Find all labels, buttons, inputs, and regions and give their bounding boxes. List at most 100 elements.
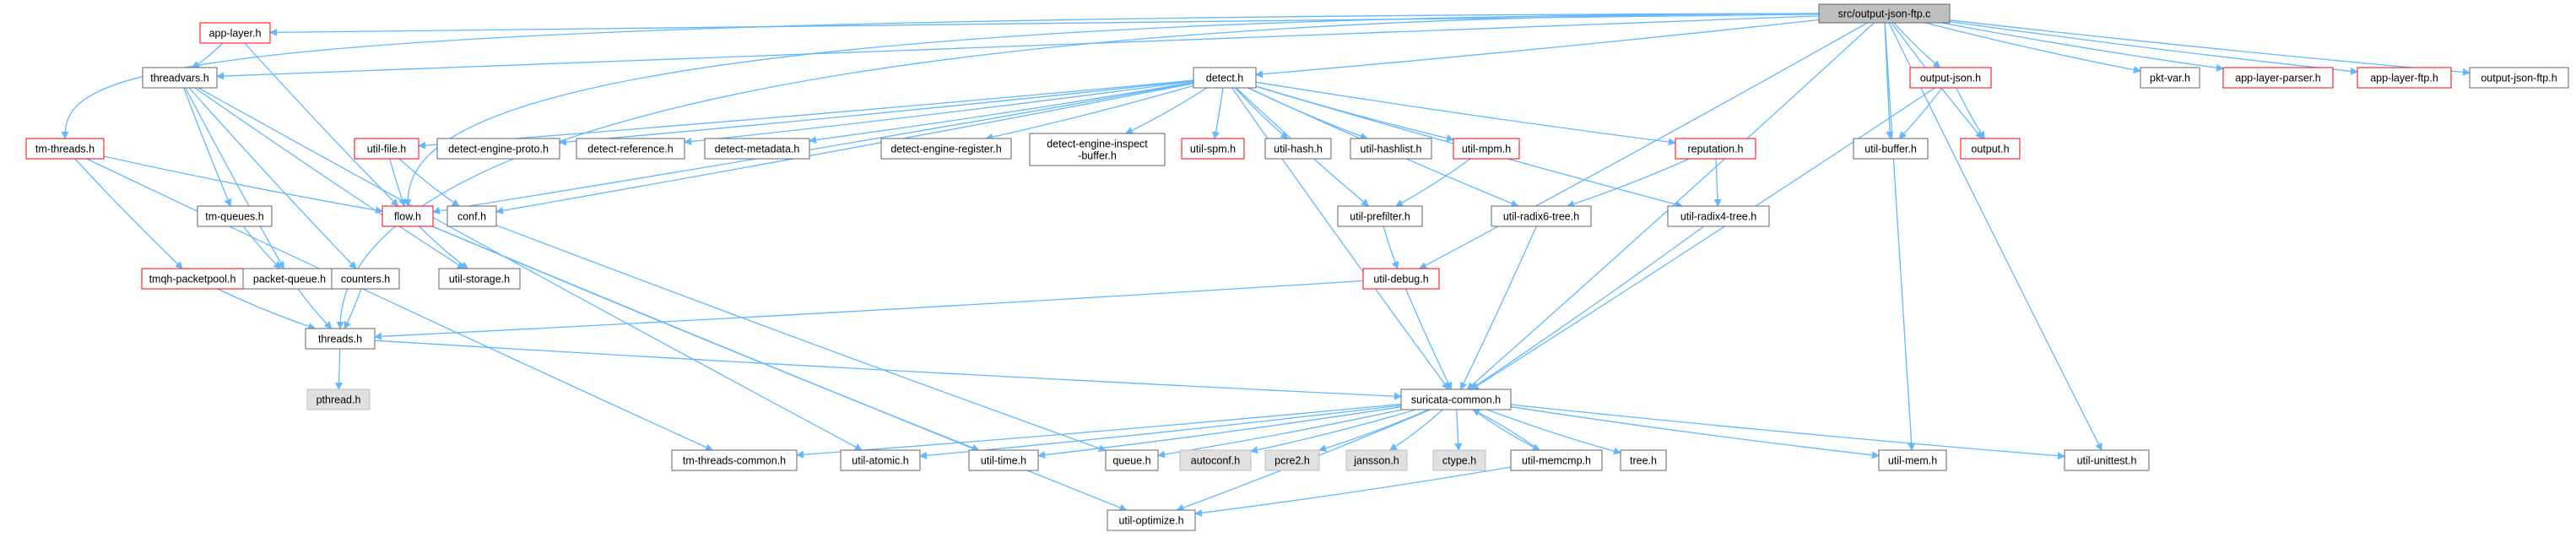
node-detect-engine-proto-h[interactable]: detect-engine-proto.h (436, 138, 560, 160)
node-box (1675, 138, 1756, 160)
node-util-atomic-h[interactable]: util-atomic.h (840, 449, 921, 471)
node-autoconf-h[interactable]: autoconf.h (1179, 449, 1252, 471)
node-util-time-h[interactable]: util-time.h (968, 449, 1039, 471)
edge-conf-h-to-queue-h (495, 225, 1107, 453)
edge-detect-h-to-detect-engine-register-h (985, 84, 1194, 141)
node-detect-metadata-h[interactable]: detect-metadata.h (704, 138, 810, 160)
node-flow-h[interactable]: flow.h (382, 205, 434, 227)
node-util-storage-h[interactable]: util-storage.h (438, 268, 521, 290)
node-output-json-ftp-h[interactable]: output-json-ftp.h (2469, 67, 2569, 89)
node-label: threads.h (318, 334, 362, 345)
node-threads-h[interactable]: threads.h (305, 328, 376, 350)
node-ctype-h[interactable]: ctype.h (1432, 449, 1486, 471)
node-label: util-optimize.h (1118, 515, 1183, 527)
node-label: output-json.h (1920, 73, 1981, 84)
edge-suricata-common-h-to-util-unittest-h (1510, 404, 2065, 460)
edge-util-radix4-tree-h-to-suricata-common-h (1469, 226, 1705, 390)
node-reputation-h[interactable]: reputation.h (1675, 138, 1756, 160)
node-output-h[interactable]: output.h (1960, 138, 2021, 160)
edge-detect-h-to-detect-engine-inspect-buffer-h (1124, 87, 1208, 134)
node-box (199, 22, 271, 44)
node-box (331, 268, 400, 290)
node-jansson-h[interactable]: jansson.h (1345, 449, 1408, 471)
node-util-hashlist-h[interactable]: util-hashlist.h (1350, 138, 1432, 160)
node-box (1510, 449, 1603, 471)
node-tree-h[interactable]: tree.h (1620, 449, 1667, 471)
node-suricata-common-h[interactable]: suricata-common.h (1400, 389, 1512, 410)
node-tm-queues-h[interactable]: tm-queues.h (197, 205, 273, 227)
node-util-file-h[interactable]: util-file.h (354, 138, 419, 160)
node-output-json-h[interactable]: output-json.h (1909, 67, 1992, 89)
node-threadvars-h[interactable]: threadvars.h (142, 67, 218, 89)
node-tm-threads-common-h[interactable]: tm-threads-common.h (671, 449, 798, 471)
edge-tm-threads-h-to-tm-threads-common-h (86, 158, 714, 451)
node-box (1960, 138, 2021, 160)
node-packet-queue-h[interactable]: packet-queue.h (242, 268, 337, 290)
node-box (2140, 67, 2200, 89)
node-box (438, 268, 521, 290)
node-detect-h[interactable]: detect.h (1193, 67, 1257, 89)
node-counters-h[interactable]: counters.h (331, 268, 400, 290)
node-label: app-layer-parser.h (2235, 73, 2320, 84)
node-label: packet-queue.h (253, 274, 326, 285)
node-util-mem-h[interactable]: util-mem.h (1878, 449, 1947, 471)
node-app-layer-parser-h[interactable]: app-layer-parser.h (2222, 67, 2334, 89)
node-box (1193, 67, 1257, 89)
node-util-memcmp-h[interactable]: util-memcmp.h (1510, 449, 1603, 471)
node-box (1878, 449, 1947, 471)
edge-detect-h-to-flow-h (432, 82, 1194, 215)
node-label: counters.h (341, 274, 390, 285)
node-label: queue.h (1112, 455, 1150, 467)
node-box (2064, 449, 2150, 471)
node-tmqh-packetpool-h[interactable]: tmqh-packetpool.h (141, 268, 244, 290)
node-label: tree.h (1630, 455, 1657, 467)
node-label: jansson.h (1353, 455, 1399, 467)
node-label: tm-threads.h (35, 144, 95, 155)
edge-root-to-util-debug-h (1419, 22, 1868, 269)
edge-suricata-common-h-to-ctype-h (1454, 409, 1463, 451)
node-pkt-var-h[interactable]: pkt-var.h (2140, 67, 2200, 89)
node-util-optimize-h[interactable]: util-optimize.h (1107, 509, 1196, 531)
edge-suricata-common-h-to-autoconf-h (1250, 409, 1416, 454)
node-box (25, 138, 105, 160)
edge-threadvars-h-to-util-storage-h (194, 87, 465, 269)
node-app-layer-ftp-h[interactable]: app-layer-ftp.h (2357, 67, 2452, 89)
node-label: detect-engine-proto.h (448, 144, 549, 155)
node-util-hash-h[interactable]: util-hash.h (1264, 138, 1332, 160)
node-util-debug-h[interactable]: util-debug.h (1362, 268, 1440, 290)
node-util-buffer-h[interactable]: util-buffer.h (1853, 138, 1929, 160)
edge-detect-h-to-conf-h (495, 83, 1194, 215)
node-detect-engine-inspect-buffer-h[interactable]: detect-engine-inspect-buffer.h (1029, 133, 1166, 166)
edge-threads-h-to-pthread-h (335, 348, 344, 390)
edge-suricata-common-h-to-util-mem-h (1510, 406, 1880, 459)
node-detect-engine-register-h[interactable]: detect-engine-register.h (880, 138, 1012, 160)
node-util-unittest-h[interactable]: util-unittest.h (2064, 449, 2150, 471)
edge-app-layer-h-to-flow-h (244, 42, 399, 207)
node-queue-h[interactable]: queue.h (1105, 449, 1159, 471)
node-box (1620, 449, 1667, 471)
node-util-spm-h[interactable]: util-spm.h (1181, 138, 1245, 160)
node-label: autoconf.h (1191, 455, 1240, 467)
edge-detect-h-to-detect-engine-proto-h (559, 79, 1194, 146)
edge-root-to-tm-threads-h (61, 13, 1820, 139)
edge-detect-h-to-util-file-h (418, 79, 1194, 149)
node-util-radix4-tree-h[interactable]: util-radix4-tree.h (1667, 205, 1770, 227)
edge-layer (61, 13, 2470, 517)
node-pthread-h[interactable]: pthread.h (306, 389, 371, 410)
node-label: util-file.h (367, 144, 407, 155)
node-app-layer-h[interactable]: app-layer.h (199, 22, 271, 44)
node-pcre2-h[interactable]: pcre2.h (1264, 449, 1320, 471)
node-box (1818, 3, 1951, 24)
node-label: output.h (1971, 144, 2009, 155)
node-box (2222, 67, 2334, 89)
node-label: util-memcmp.h (1522, 455, 1591, 467)
node-detect-reference-h[interactable]: detect-reference.h (576, 138, 685, 160)
node-box (1909, 67, 1992, 89)
node-util-radix6-tree-h[interactable]: util-radix6-tree.h (1491, 205, 1592, 227)
node-tm-threads-h[interactable]: tm-threads.h (25, 138, 105, 160)
node-conf-h[interactable]: conf.h (446, 205, 497, 227)
node-root[interactable]: src/output-json-ftp.c (1818, 3, 1951, 24)
node-util-mpm-h[interactable]: util-mpm.h (1453, 138, 1520, 160)
node-util-prefilter-h[interactable]: util-prefilter.h (1337, 205, 1423, 227)
node-label: tm-threads-common.h (683, 455, 786, 467)
